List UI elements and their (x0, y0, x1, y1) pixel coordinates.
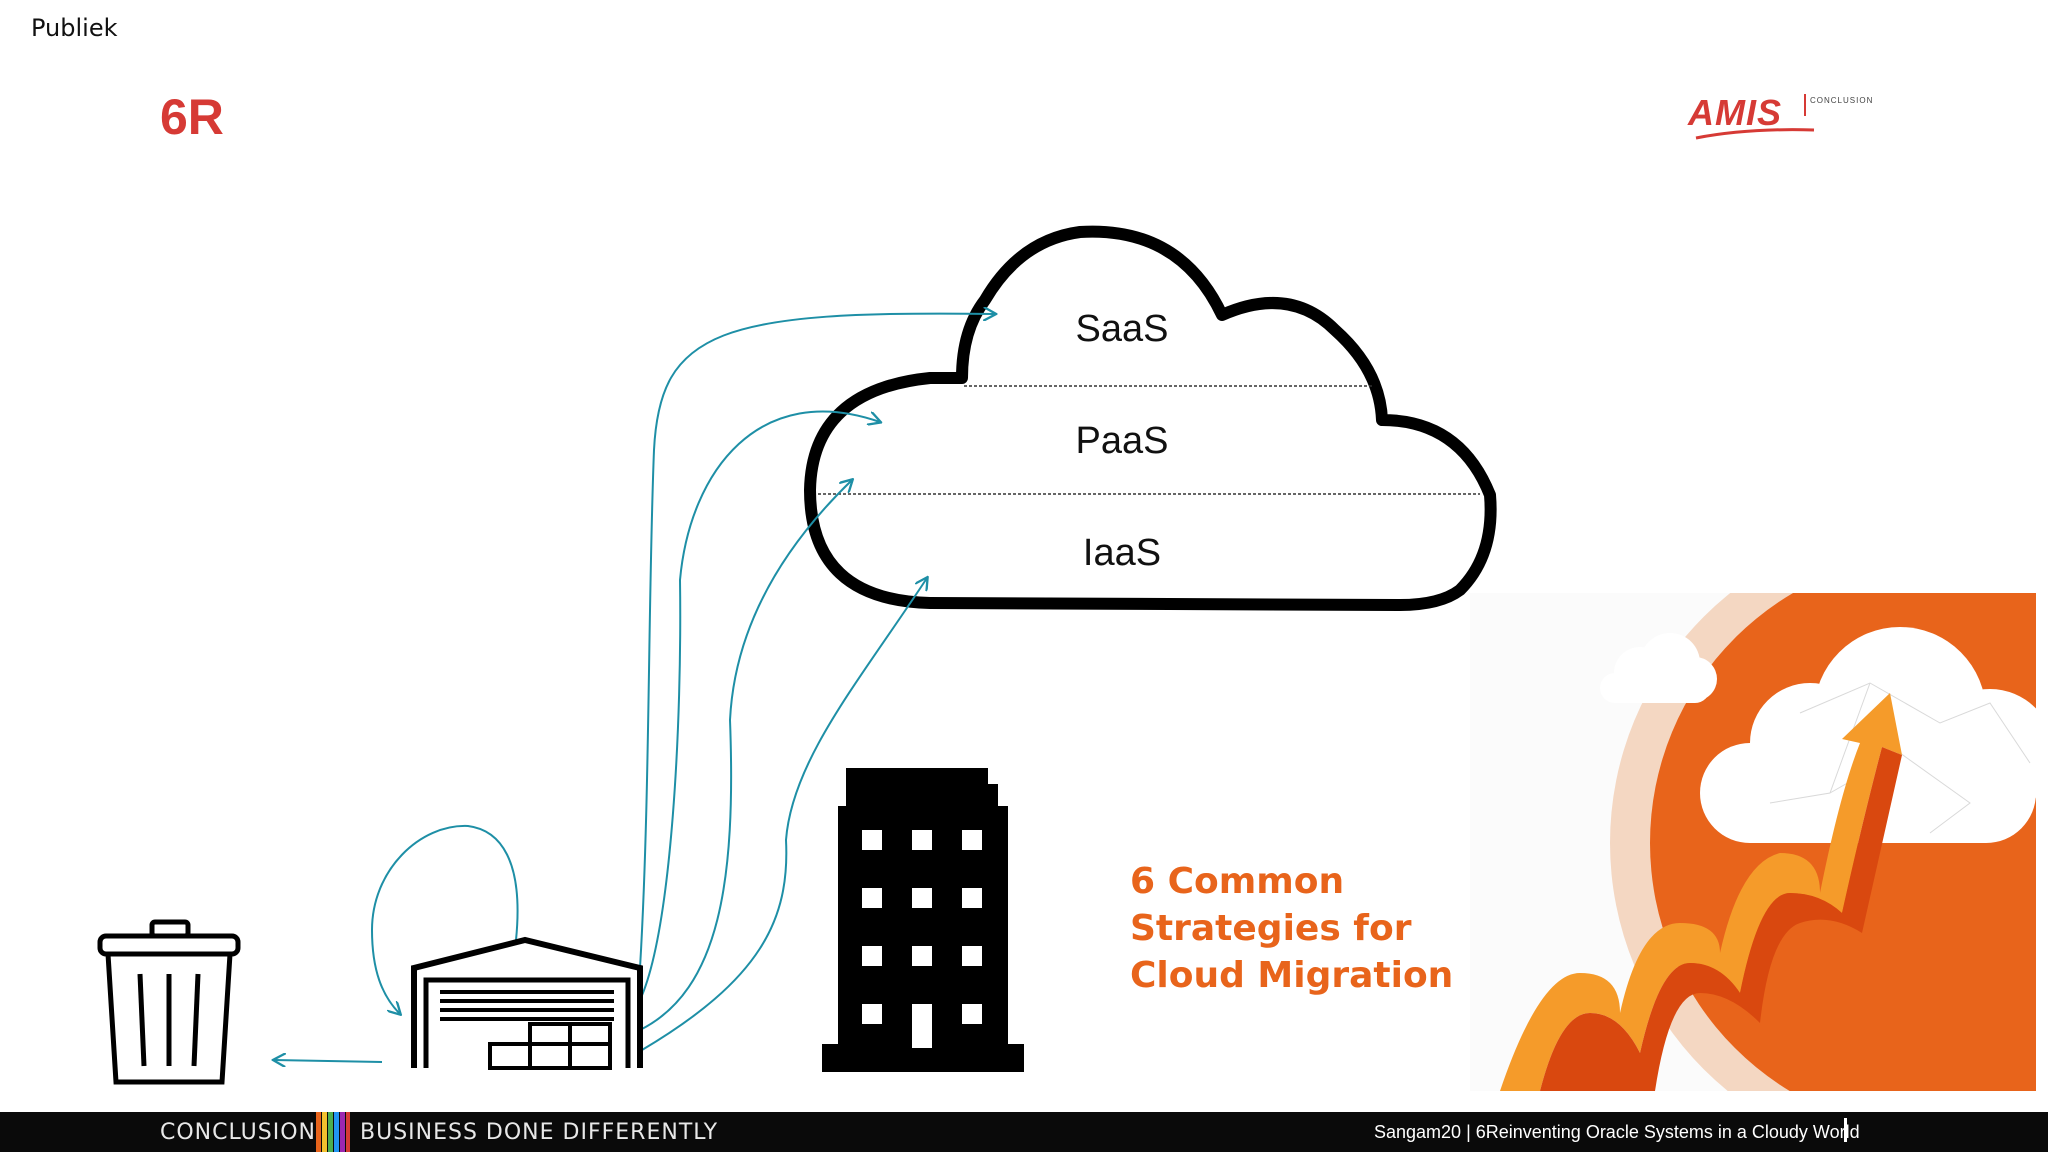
trash-can-icon (97, 919, 241, 1085)
arrow-rehost-loop (370, 824, 519, 1014)
cloud-layer-saas: SaaS (1075, 308, 1169, 350)
logo-divider (1804, 94, 1806, 116)
rocket-arrow-icon (1500, 693, 1902, 1091)
footer-brand: CONCLUSION (160, 1120, 316, 1145)
logo-swoosh-icon (1695, 128, 1815, 140)
logo-subtext: CONCLUSION (1810, 96, 1874, 105)
amis-logo: AMIS CONCLUSION (1688, 90, 1898, 146)
cloud-layer-iaas: IaaS (1082, 532, 1162, 574)
small-cloud-icon (1600, 633, 1717, 703)
promo-line-2: Strategies for (1130, 908, 1412, 949)
classification-label: Publiek (31, 14, 118, 42)
cloud-migration-promo-image (1470, 593, 2036, 1091)
promo-heading: 6 Common Strategies for Cloud Migration (1130, 858, 1453, 999)
warehouse-icon (411, 936, 643, 1070)
footer-separator (1844, 1118, 1847, 1142)
arrow-to-paas (639, 410, 880, 1001)
promo-line-1: 6 Common (1130, 861, 1345, 902)
promo-line-3: Cloud Migration (1130, 955, 1454, 996)
arrow-to-iaas (639, 480, 852, 1031)
footer-bar: CONCLUSION BUSINESS DONE DIFFERENTLY San… (0, 1112, 2048, 1152)
cloud-icon (804, 225, 1497, 611)
slide-title: 6R (160, 89, 224, 145)
office-building-icon (822, 768, 1024, 1072)
logo-wordmark: AMIS (1688, 92, 1782, 133)
arrow-to-iaas-lower (641, 578, 927, 1051)
arrow-to-saas (639, 314, 995, 969)
migration-diagram (97, 225, 1497, 1085)
footer-tagline: BUSINESS DONE DIFFERENTLY (360, 1120, 719, 1145)
cloud-layer-paas: PaaS (1075, 420, 1169, 462)
rainbow-bars-icon (316, 1112, 350, 1152)
arrow-to-trash (274, 1060, 383, 1062)
footer-presentation-title: Sangam20 | 6Reinventing Oracle Systems i… (1374, 1122, 1860, 1142)
